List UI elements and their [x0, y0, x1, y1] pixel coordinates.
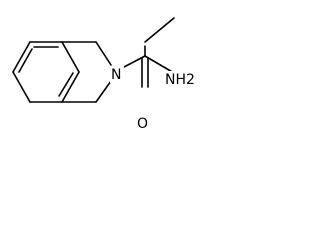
amine-label: NH2	[165, 72, 195, 88]
bond	[61, 41, 80, 73]
bond	[144, 17, 175, 43]
bond	[95, 80, 112, 103]
bond	[61, 71, 80, 103]
amine-label-mask	[164, 71, 192, 89]
piperidine-ring	[61, 41, 112, 103]
double-bond-inner	[18, 48, 33, 73]
bond	[144, 55, 175, 74]
carbonyl-oxygen-label-mask	[136, 115, 150, 132]
atom-labels: NH2 N O	[110, 66, 195, 132]
carbonyl-oxygen-label: O	[137, 116, 148, 132]
ring-nitrogen-label: N	[111, 67, 121, 83]
benzene-ring	[12, 41, 80, 103]
double-bond-inner	[58, 72, 74, 97]
ring-nitrogen-label-mask	[110, 66, 124, 83]
structure-diagram: NH2 N O	[12, 17, 195, 132]
bond	[95, 41, 112, 66]
side-chain	[123, 17, 175, 88]
bond	[12, 41, 31, 73]
bond	[12, 71, 31, 103]
